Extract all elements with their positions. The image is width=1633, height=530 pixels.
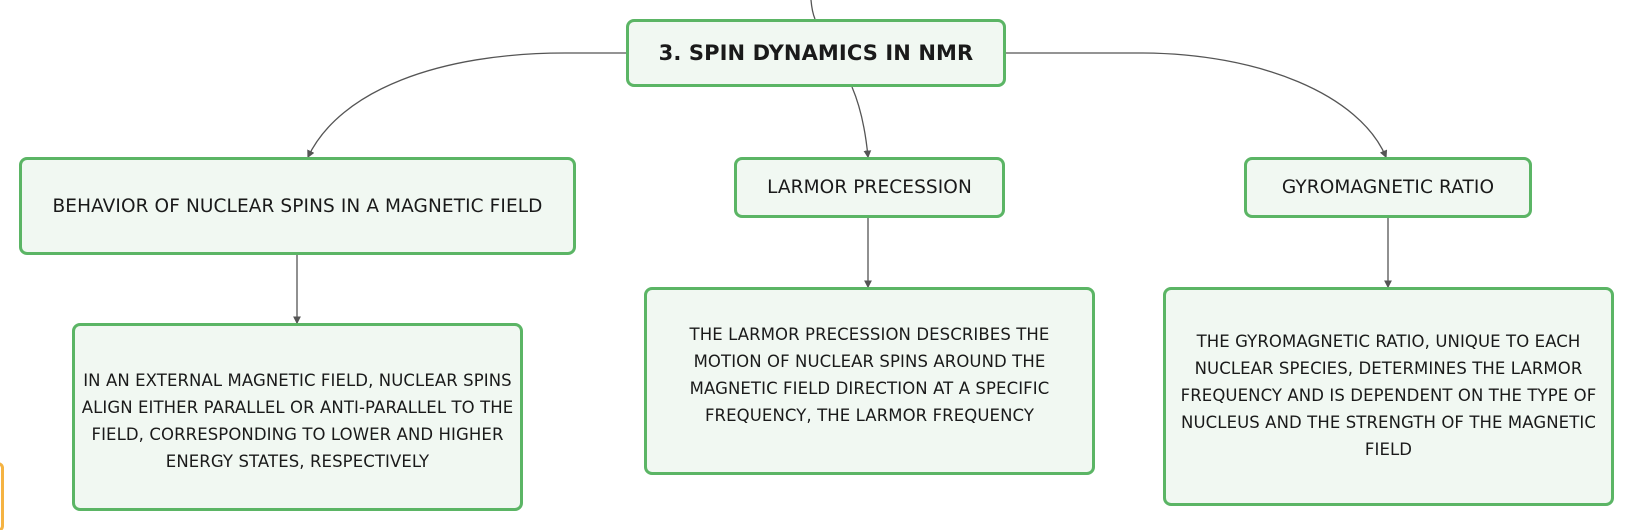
node-nuclear-spin-behavior[interactable]: BEHAVIOR OF NUCLEAR SPINS IN A MAGNETIC …	[19, 157, 576, 255]
connector-root-to-larmor	[851, 86, 872, 159]
node-label: LARMOR PRECESSION	[767, 177, 972, 198]
connector-root-to-gyro	[1006, 52, 1388, 159]
connector-root-to-behavior	[307, 52, 626, 159]
detail-text: IN AN EXTERNAL MAGNETIC FIELD, NUCLEAR S…	[81, 371, 514, 471]
detail-gyromagnetic-ratio[interactable]: THE GYROMAGNETIC RATIO, UNIQUE TO EACH N…	[1163, 287, 1614, 506]
root-node[interactable]: 3. SPIN DYNAMICS IN NMR	[626, 19, 1006, 87]
node-label: BEHAVIOR OF NUCLEAR SPINS IN A MAGNETIC …	[52, 195, 543, 217]
detail-text: THE GYROMAGNETIC RATIO, UNIQUE TO EACH N…	[1180, 332, 1597, 459]
connector-incoming	[810, 0, 816, 20]
node-larmor-precession[interactable]: LARMOR PRECESSION	[734, 157, 1005, 218]
node-gyromagnetic-ratio[interactable]: GYROMAGNETIC RATIO	[1244, 157, 1532, 218]
root-node-label: 3. SPIN DYNAMICS IN NMR	[658, 41, 974, 65]
node-label: GYROMAGNETIC RATIO	[1281, 177, 1495, 198]
partial-offscreen-node[interactable]	[0, 462, 4, 530]
detail-text: THE LARMOR PRECESSION DESCRIBES THE MOTI…	[689, 325, 1050, 425]
detail-larmor-precession[interactable]: THE LARMOR PRECESSION DESCRIBES THE MOTI…	[644, 287, 1095, 475]
detail-nuclear-spin-behavior[interactable]: IN AN EXTERNAL MAGNETIC FIELD, NUCLEAR S…	[72, 323, 523, 511]
